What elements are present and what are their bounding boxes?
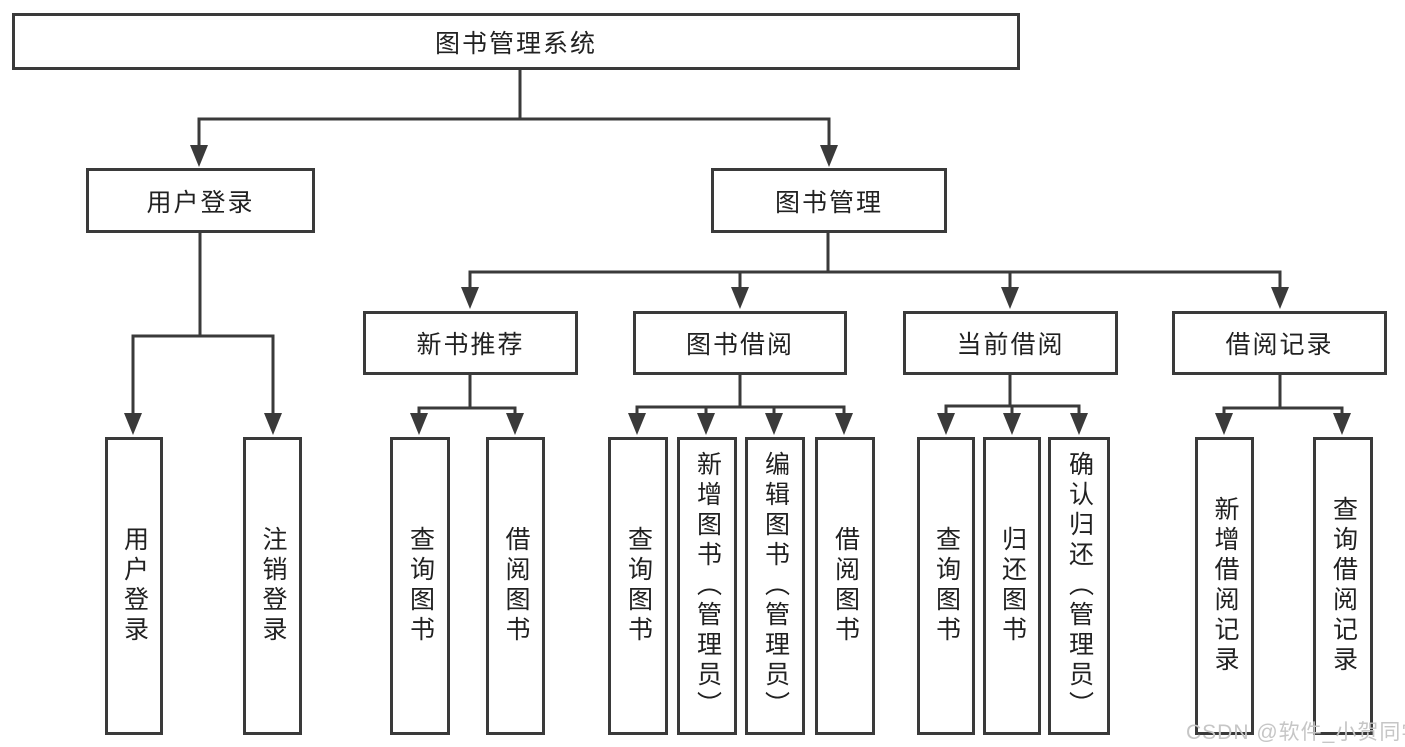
- leaf-add-book-admin-label: 新增图书（管理员）: [693, 451, 722, 721]
- leaf-edit-book-admin: 编辑图书（管理员）: [745, 437, 805, 735]
- leaf-borrow-book: 借阅图书: [815, 437, 875, 735]
- node-book-borrow-label: 图书借阅: [685, 331, 794, 359]
- leaf-recommend-query-book-label: 查询图书: [406, 526, 435, 646]
- node-book-management: 图书管理: [711, 168, 947, 233]
- leaf-recommend-query-book: 查询图书: [390, 437, 450, 735]
- node-user-login-label: 用户登录: [146, 188, 255, 217]
- node-book-borrow: 图书借阅: [633, 311, 847, 375]
- leaf-add-borrow-record: 新增借阅记录: [1195, 437, 1254, 735]
- node-new-book-recommend: 新书推荐: [363, 311, 578, 375]
- leaf-current-query-book-label: 查询图书: [932, 526, 961, 646]
- node-current-borrow: 当前借阅: [903, 311, 1118, 375]
- leaf-logout-label: 注销登录: [259, 526, 287, 646]
- node-new-book-recommend-label: 新书推荐: [416, 331, 525, 359]
- leaf-recommend-borrow-book-label: 借阅图书: [502, 526, 530, 646]
- leaf-add-borrow-record-label: 新增借阅记录: [1211, 496, 1239, 676]
- leaf-confirm-return-admin-label: 确认归还（管理员）: [1065, 451, 1094, 721]
- node-user-login: 用户登录: [86, 168, 315, 233]
- leaf-add-book-admin: 新增图书（管理员）: [677, 437, 737, 735]
- leaf-borrow-query-book: 查询图书: [608, 437, 668, 735]
- leaf-query-borrow-record: 查询借阅记录: [1313, 437, 1373, 735]
- leaf-logout: 注销登录: [243, 437, 302, 735]
- leaf-recommend-borrow-book: 借阅图书: [486, 437, 545, 735]
- leaf-query-borrow-record-label: 查询借阅记录: [1329, 496, 1358, 676]
- leaf-borrow-book-label: 借阅图书: [831, 526, 860, 646]
- leaf-borrow-query-book-label: 查询图书: [624, 526, 653, 646]
- node-book-management-label: 图书管理: [774, 188, 883, 217]
- node-current-borrow-label: 当前借阅: [956, 331, 1065, 359]
- node-borrow-record: 借阅记录: [1172, 311, 1387, 375]
- leaf-return-book-label: 归还图书: [998, 526, 1027, 646]
- node-root-label: 图书管理系统: [434, 29, 597, 58]
- leaf-user-login: 用户登录: [105, 437, 163, 735]
- leaf-edit-book-admin-label: 编辑图书（管理员）: [761, 451, 790, 721]
- arrowheads: [124, 145, 1351, 435]
- leaf-return-book: 归还图书: [983, 437, 1041, 735]
- csdn-watermark: CSDN @软件_小贺同学: [1186, 721, 1405, 744]
- node-borrow-record-label: 借阅记录: [1225, 331, 1334, 359]
- leaf-user-login-label: 用户登录: [120, 526, 149, 646]
- leaf-confirm-return-admin: 确认归还（管理员）: [1048, 437, 1110, 735]
- node-root: 图书管理系统: [12, 13, 1020, 70]
- leaf-current-query-book: 查询图书: [917, 437, 975, 735]
